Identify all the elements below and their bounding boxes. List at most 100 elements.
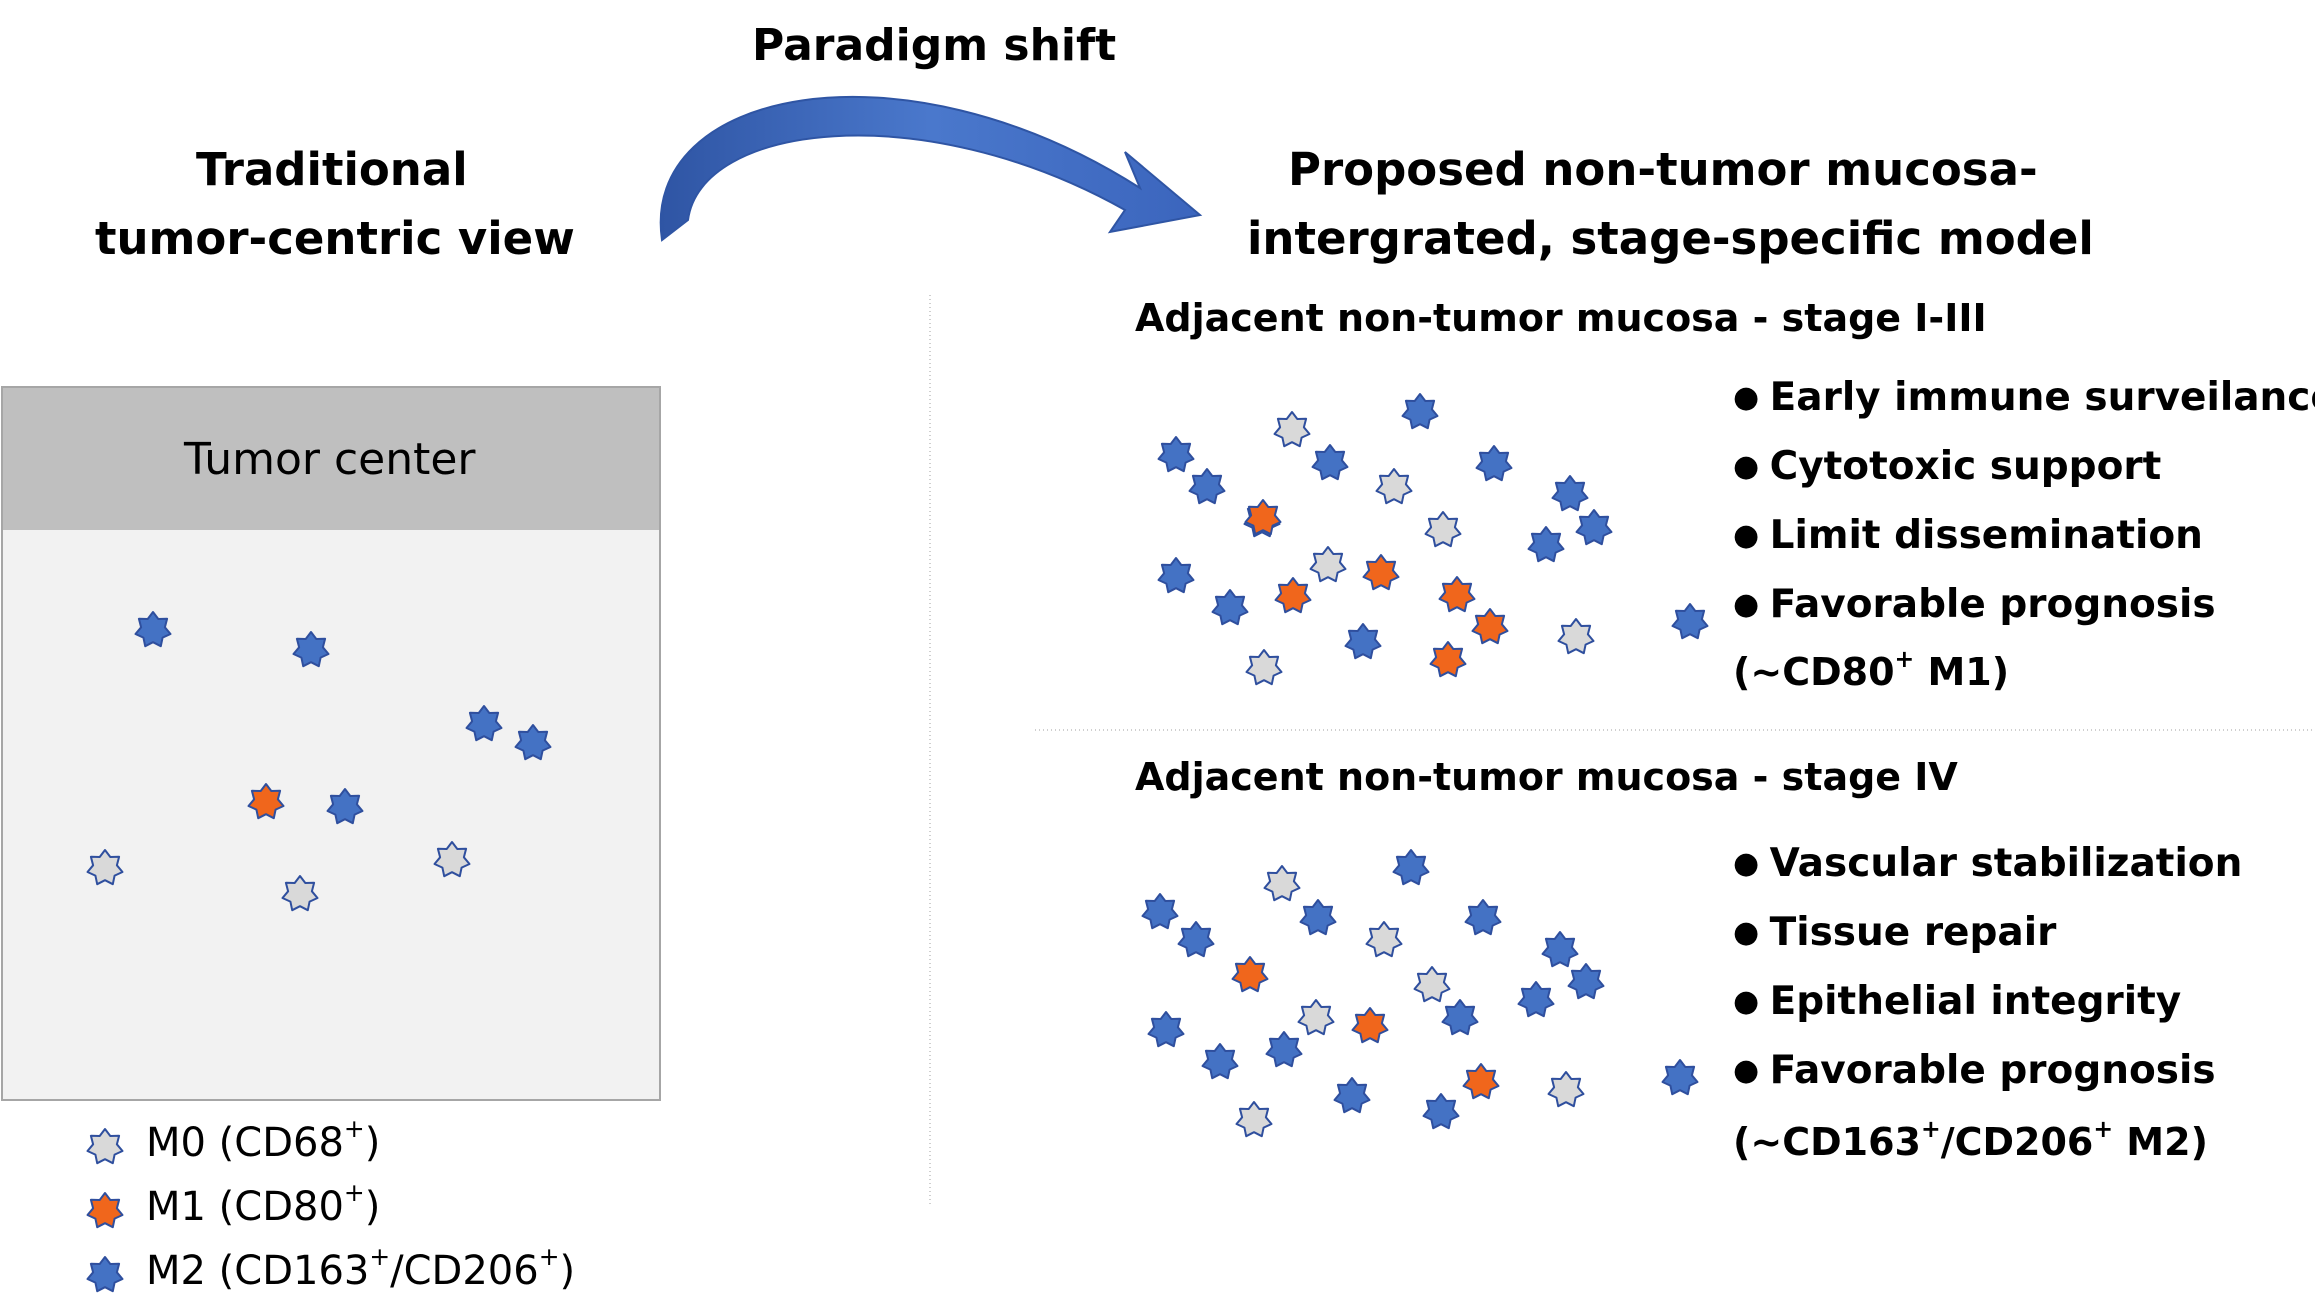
- m0-macrophage-star: [86, 849, 124, 886]
- legend-text-sup1: +: [369, 1242, 391, 1272]
- panel2-bullet-label: Vascular stabilization: [1769, 841, 2243, 886]
- legend-item-m2: M2 (CD163+/CD206+): [146, 1245, 575, 1294]
- panel1-marker: (~CD80+ M1): [1733, 648, 2010, 694]
- left-heading-line2: tumor-centric view: [95, 212, 575, 265]
- m0-macrophage-star: [1365, 921, 1403, 958]
- legend-text-sup1: +: [343, 1178, 365, 1208]
- panel2-bullet-item: ● Epithelial integrity: [1733, 979, 2181, 1024]
- panel1-bullet-item: ● Cytotoxic support: [1733, 444, 2161, 489]
- m1-legend-star: [86, 1192, 124, 1229]
- m0-macrophage-star: [1235, 1101, 1273, 1138]
- m2-macrophage-star: [1188, 468, 1226, 505]
- m0-macrophage-star: [1245, 649, 1283, 686]
- m2-macrophage-star: [1475, 445, 1513, 482]
- m0-macrophage-star: [1375, 468, 1413, 505]
- m0-macrophage-star: [433, 841, 471, 878]
- m2-macrophage-star: [514, 724, 552, 761]
- tumor-center-box: [1, 386, 661, 1101]
- m0-legend-star: [86, 1128, 124, 1165]
- legend-item-m0: M0 (CD68+): [146, 1117, 381, 1166]
- m2-macrophage-star: [1541, 931, 1579, 968]
- panel1-marker-tail: M1): [1914, 650, 2010, 694]
- m0-macrophage-star: [1547, 1071, 1585, 1108]
- m2-macrophage-star: [1517, 981, 1555, 1018]
- m2-macrophage-star: [1157, 557, 1195, 594]
- tumor-center-title: Tumor center: [184, 434, 476, 485]
- m0-macrophage-star: [1297, 999, 1335, 1036]
- bullet-dot: ●: [1733, 1053, 1770, 1088]
- m2-macrophage-star: [1157, 436, 1195, 473]
- m0-macrophage-star: [281, 875, 319, 912]
- tumor-center-macrophages: [86, 611, 552, 912]
- right-heading-line2: intergrated, stage-specific model: [1247, 212, 2094, 265]
- stage-1-3-macrophages: [1157, 393, 1709, 686]
- m1-macrophage-star: [1351, 1007, 1389, 1044]
- m2-macrophage-star: [1464, 899, 1502, 936]
- panel1-bullet-label: Limit dissemination: [1769, 513, 2203, 558]
- m2-macrophage-star: [1147, 1011, 1185, 1048]
- panel2-bullet-label: Tissue repair: [1769, 910, 2057, 955]
- bullet-dot: ●: [1733, 915, 1770, 950]
- m1-macrophage-star: [1362, 554, 1400, 591]
- panel2-bullet-label: Favorable prognosis: [1769, 1048, 2216, 1093]
- m0-macrophage-star: [1557, 618, 1595, 655]
- bullet-dot: ●: [1733, 380, 1770, 415]
- panel2-marker-tail: M2): [2113, 1120, 2208, 1164]
- m2-macrophage-star: [1422, 1093, 1460, 1130]
- legend-text-pre: M0 (CD68: [146, 1120, 344, 1166]
- panel1-marker-main: (~CD80: [1733, 650, 1895, 694]
- m2-macrophage-star: [1551, 475, 1589, 512]
- panel2-bullet-item: ● Tissue repair: [1733, 910, 2056, 955]
- bullet-dot: ●: [1733, 587, 1770, 622]
- legend-text-mid: /CD206: [390, 1248, 539, 1294]
- legend-text-post: ): [364, 1184, 381, 1230]
- m0-macrophage-star: [1424, 511, 1462, 548]
- m2-macrophage-star: [1311, 444, 1349, 481]
- m2-macrophage-star: [465, 705, 503, 742]
- m1-macrophage-star: [1274, 577, 1312, 614]
- bullet-dot: ●: [1733, 846, 1770, 881]
- m2-macrophage-star: [1201, 1043, 1239, 1080]
- bullet-dot: ●: [1733, 449, 1770, 484]
- m0-macrophage-star: [1263, 865, 1301, 902]
- paradigm-shift-label: Paradigm shift: [752, 20, 1117, 71]
- panel1-bullet-item: ● Early immune surveilance: [1733, 375, 2315, 420]
- m0-macrophage-star: [1309, 546, 1347, 583]
- panel2-marker-mid: /CD206: [1940, 1120, 2094, 1164]
- panel2-marker-main: (~CD163: [1733, 1120, 1921, 1164]
- m1-macrophage-star: [1471, 608, 1509, 645]
- m2-macrophage-star: [1401, 393, 1439, 430]
- m1-macrophage-star: [1462, 1063, 1500, 1100]
- m1-macrophage-star: [247, 783, 285, 820]
- panel2-bullet-item: ● Favorable prognosis: [1733, 1048, 2216, 1093]
- m1-macrophage-star: [1429, 641, 1467, 678]
- m1-macrophage-star: [1438, 576, 1476, 613]
- panel1-title: Adjacent non-tumor mucosa - stage I-III: [1135, 296, 1987, 340]
- panel2-title: Adjacent non-tumor mucosa - stage IV: [1135, 755, 1958, 799]
- m2-macrophage-star: [1333, 1077, 1371, 1114]
- panel2-bullet-label: Epithelial integrity: [1769, 979, 2182, 1024]
- m0-macrophage-star: [1413, 966, 1451, 1003]
- legend-text-sup2: +: [538, 1242, 560, 1272]
- m2-macrophage-star: [292, 631, 330, 668]
- right-heading-line1: Proposed non-tumor mucosa-: [1288, 143, 2038, 196]
- m2-macrophage-star: [1392, 849, 1430, 886]
- m2-macrophage-star: [1299, 899, 1337, 936]
- stage-4-macrophages: [1141, 849, 1699, 1138]
- m2-macrophage-star: [1527, 526, 1565, 563]
- legend-text-post: ): [364, 1120, 381, 1166]
- m2-macrophage-star: [1265, 1031, 1303, 1068]
- m2-macrophage-star: [326, 788, 364, 825]
- panel1-marker-sup: +: [1894, 645, 1915, 674]
- panel2-bullet-item: ● Vascular stabilization: [1733, 841, 2242, 886]
- m0-macrophage-star: [1273, 411, 1311, 448]
- bullet-dot: ●: [1733, 984, 1770, 1019]
- m2-legend-star: [86, 1256, 124, 1293]
- m2-macrophage-star: [1344, 623, 1382, 660]
- m2-macrophage-star: [1575, 509, 1613, 546]
- m1-macrophage-star: [1231, 956, 1269, 993]
- m1-macrophage-star: [1244, 499, 1282, 536]
- left-heading-line1: Traditional: [196, 143, 468, 196]
